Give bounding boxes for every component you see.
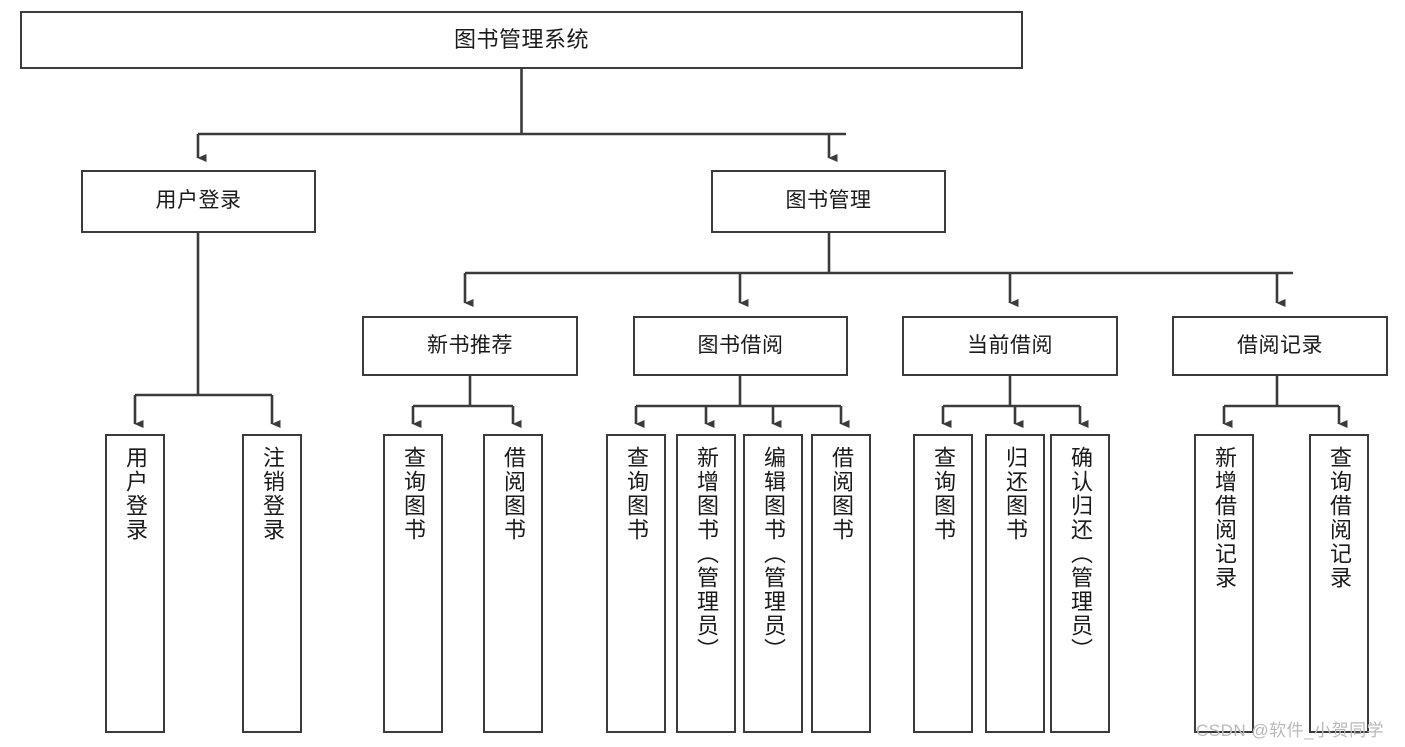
leaf-add-borrow-record-label: 新增借阅记录 <box>1212 446 1237 590</box>
leaf-edit-book-admin-label: 编辑图书（管理员） <box>761 446 786 662</box>
leaf-borrow-book-newbook-label: 借阅图书 <box>501 446 526 542</box>
node-book-borrow-label: 图书借阅 <box>697 333 784 357</box>
node-current-borrow-label: 当前借阅 <box>967 333 1053 357</box>
leaf-borrow-book[interactable]: 借阅图书 <box>811 434 871 733</box>
node-book-management-label: 图书管理 <box>785 189 872 213</box>
leaf-add-borrow-record[interactable]: 新增借阅记录 <box>1194 434 1254 733</box>
leaf-query-book-borrow-label: 查询图书 <box>624 446 649 542</box>
leaf-confirm-return-admin[interactable]: 确认归还（管理员） <box>1050 434 1110 733</box>
leaf-query-book-newbook[interactable]: 查询图书 <box>383 434 443 733</box>
node-user-login-label: 用户登录 <box>155 189 242 213</box>
node-new-book-recommend[interactable]: 新书推荐 <box>362 316 578 376</box>
node-new-book-recommend-label: 新书推荐 <box>427 333 513 357</box>
leaf-query-book-current-label: 查询图书 <box>931 446 956 542</box>
leaf-borrow-book-label: 借阅图书 <box>829 446 854 542</box>
leaf-add-book-admin-label: 新增图书（管理员） <box>694 446 719 662</box>
node-book-borrow[interactable]: 图书借阅 <box>633 316 848 376</box>
leaf-query-book-current[interactable]: 查询图书 <box>913 434 973 733</box>
node-root-label: 图书管理系统 <box>453 27 589 53</box>
leaf-return-book[interactable]: 归还图书 <box>985 434 1045 733</box>
leaf-return-book-label: 归还图书 <box>1003 446 1028 542</box>
node-borrow-records[interactable]: 借阅记录 <box>1172 316 1388 376</box>
leaf-confirm-return-admin-label: 确认归还（管理员） <box>1068 446 1093 662</box>
node-current-borrow[interactable]: 当前借阅 <box>902 316 1118 376</box>
leaf-query-book-newbook-label: 查询图书 <box>401 446 426 542</box>
node-borrow-records-label: 借阅记录 <box>1237 333 1323 357</box>
leaf-borrow-book-newbook[interactable]: 借阅图书 <box>483 434 543 733</box>
node-user-login[interactable]: 用户登录 <box>81 170 316 233</box>
leaf-logout-label: 注销登录 <box>260 446 285 542</box>
leaf-user-login[interactable]: 用户登录 <box>105 434 165 733</box>
leaf-logout[interactable]: 注销登录 <box>242 434 302 733</box>
leaf-add-book-admin[interactable]: 新增图书（管理员） <box>676 434 736 733</box>
leaf-query-borrow-record-label: 查询借阅记录 <box>1327 446 1352 590</box>
node-root[interactable]: 图书管理系统 <box>20 11 1023 69</box>
leaf-edit-book-admin[interactable]: 编辑图书（管理员） <box>743 434 803 733</box>
leaf-query-borrow-record[interactable]: 查询借阅记录 <box>1309 434 1369 733</box>
leaf-user-login-label: 用户登录 <box>123 446 148 542</box>
node-book-management[interactable]: 图书管理 <box>711 170 946 233</box>
leaf-query-book-borrow[interactable]: 查询图书 <box>606 434 666 733</box>
watermark-text: CSDN @软件_小贺同学 <box>1196 721 1385 740</box>
